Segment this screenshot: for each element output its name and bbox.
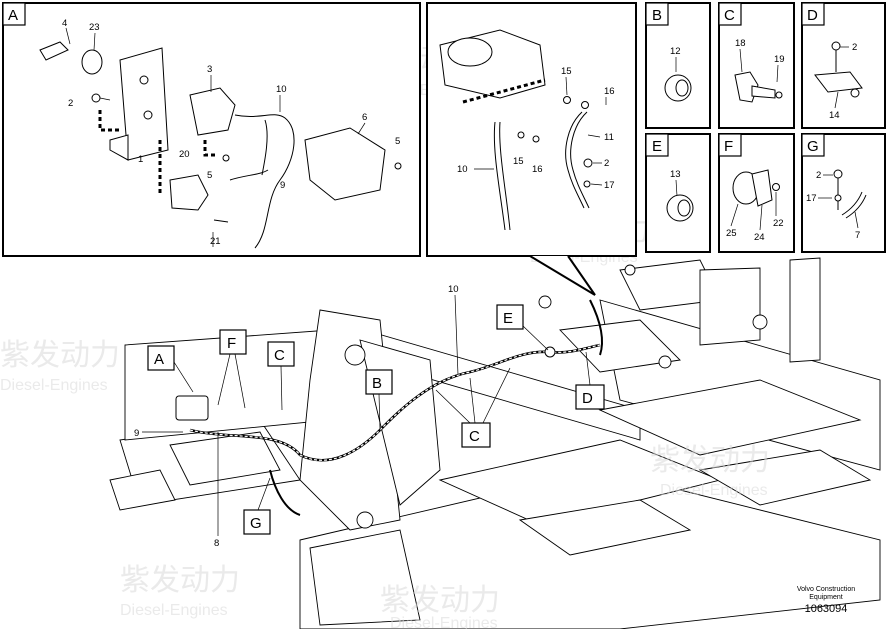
svg-text:5: 5 bbox=[207, 170, 212, 181]
svg-text:14: 14 bbox=[829, 110, 840, 121]
svg-text:15: 15 bbox=[561, 66, 572, 77]
panel-f-label: F bbox=[724, 138, 733, 155]
svg-text:16: 16 bbox=[604, 86, 615, 97]
svg-text:7: 7 bbox=[855, 230, 860, 241]
callout-c1: C bbox=[274, 347, 285, 364]
svg-text:24: 24 bbox=[754, 232, 765, 243]
footer-division: Equipment bbox=[809, 594, 843, 601]
svg-text:3: 3 bbox=[207, 64, 212, 75]
svg-text:15: 15 bbox=[513, 156, 524, 167]
watermark-en: Diesel-Engines bbox=[0, 377, 108, 394]
svg-text:4: 4 bbox=[62, 18, 67, 29]
callout-b: B bbox=[372, 375, 382, 392]
panel-a: A 4 23 3 2 10 6 5 bbox=[2, 2, 421, 257]
panel-d: D 2 14 bbox=[801, 2, 886, 129]
main-number-8: 8 bbox=[214, 538, 219, 549]
panel-starter: 15 16 11 10 15 16 2 17 bbox=[426, 2, 637, 257]
svg-text:17: 17 bbox=[604, 180, 615, 191]
main-number-10: 10 bbox=[448, 284, 459, 295]
svg-text:13: 13 bbox=[670, 169, 681, 180]
watermark-en: Diesel-Engines bbox=[120, 602, 228, 619]
footer: Volvo Construction Equipment 1063094 bbox=[797, 586, 855, 615]
panel-a-label: A bbox=[8, 7, 18, 24]
panel-c-label: C bbox=[724, 7, 735, 24]
svg-text:20: 20 bbox=[179, 149, 190, 160]
svg-text:6: 6 bbox=[362, 112, 367, 123]
svg-text:10: 10 bbox=[276, 84, 287, 95]
panel-g-label: G bbox=[807, 138, 819, 155]
footer-company: Volvo Construction bbox=[797, 586, 855, 593]
callout-g: G bbox=[250, 515, 262, 532]
wiring-harness bbox=[175, 299, 603, 516]
svg-text:22: 22 bbox=[773, 218, 784, 229]
watermark-en: Diesel-Engines bbox=[660, 482, 768, 499]
svg-text:21: 21 bbox=[210, 236, 221, 247]
svg-text:17: 17 bbox=[806, 193, 817, 204]
svg-text:11: 11 bbox=[604, 132, 614, 143]
panel-e-label: E bbox=[652, 138, 662, 155]
svg-text:9: 9 bbox=[280, 180, 285, 191]
svg-text:10: 10 bbox=[457, 164, 468, 175]
svg-text:19: 19 bbox=[774, 54, 785, 65]
main-number-9: 9 bbox=[134, 428, 139, 439]
svg-text:23: 23 bbox=[89, 22, 100, 33]
panel-b-label: B bbox=[652, 7, 662, 24]
svg-text:25: 25 bbox=[726, 228, 737, 239]
svg-text:5: 5 bbox=[395, 136, 400, 147]
panel-f: F 22 25 24 bbox=[718, 133, 795, 253]
callout-d: D bbox=[582, 390, 593, 407]
watermark-cn: 紫发动力 bbox=[120, 564, 240, 597]
panel-g: G 2 17 7 bbox=[801, 133, 886, 253]
svg-text:1: 1 bbox=[138, 154, 143, 165]
panel-e: E 13 bbox=[645, 133, 711, 253]
footer-code: 1063094 bbox=[805, 603, 848, 615]
svg-text:2: 2 bbox=[852, 42, 857, 53]
watermark-cn: 紫发动力 bbox=[380, 584, 500, 617]
svg-text:12: 12 bbox=[670, 46, 681, 57]
main-callouts: A F C B C E D G 10 9 bbox=[134, 284, 605, 549]
watermark-cn: 紫发动力 bbox=[650, 444, 770, 477]
svg-text:16: 16 bbox=[532, 164, 543, 175]
svg-text:2: 2 bbox=[816, 170, 821, 181]
svg-text:18: 18 bbox=[735, 38, 746, 49]
callout-a: A bbox=[154, 351, 164, 368]
callout-e: E bbox=[503, 310, 513, 327]
svg-text:2: 2 bbox=[604, 158, 609, 169]
callout-c2: C bbox=[469, 428, 480, 445]
panel-c: C 18 19 bbox=[718, 2, 795, 129]
svg-text:2: 2 bbox=[68, 98, 73, 109]
panel-d-label: D bbox=[807, 7, 818, 24]
watermark-cn: 紫发动力 bbox=[0, 339, 120, 372]
watermark-en: Diesel-Engines bbox=[390, 615, 498, 629]
callout-f: F bbox=[227, 335, 236, 352]
panel-b: B 12 bbox=[645, 2, 711, 129]
